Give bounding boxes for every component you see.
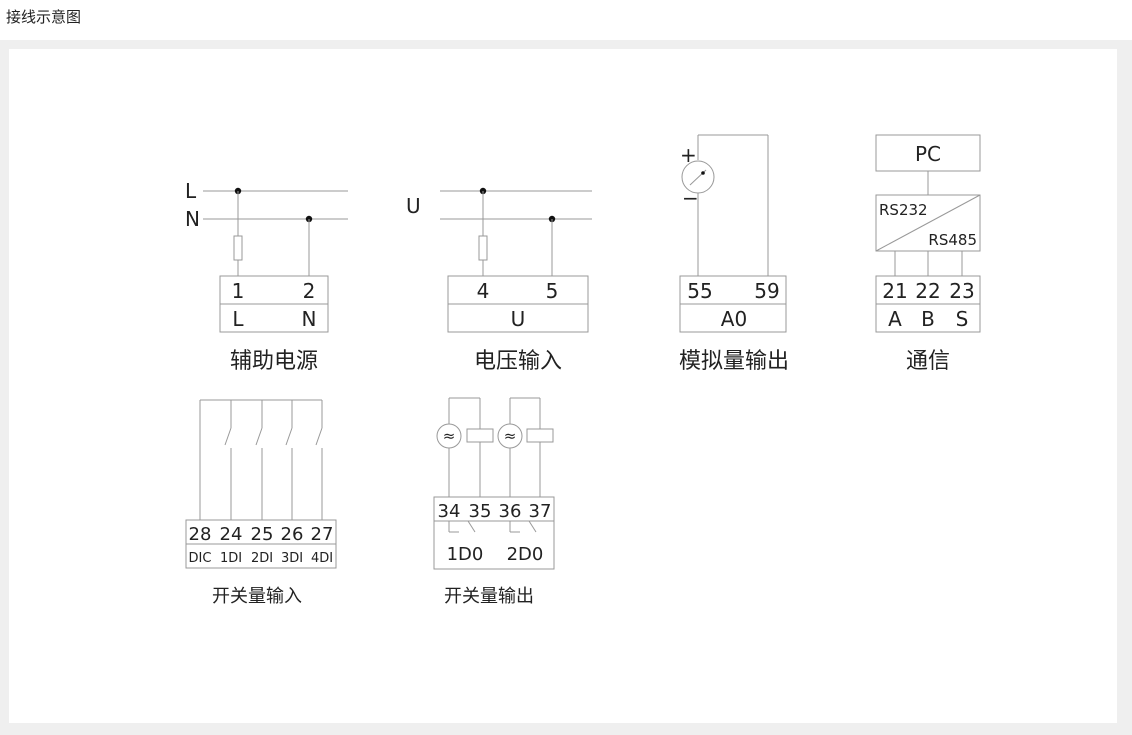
switch-input-name-block: [185, 543, 337, 569]
terminal-2: 2: [303, 279, 316, 303]
terminal-name-4di: 4DI: [311, 551, 333, 566]
load-icon: [526, 428, 554, 443]
terminal-name-a0: A0: [721, 307, 747, 331]
switch-icon: [315, 400, 323, 520]
switch-output-terminal-block: [433, 496, 555, 522]
caption-aux-power: 辅助电源: [230, 349, 318, 374]
terminal-34: 34: [438, 501, 461, 522]
switch-input-terminal-block: [185, 519, 337, 545]
communication-group: PC RS232 RS485 21 22 23 A B S 通信: [875, 134, 981, 374]
terminal-name-s: S: [956, 307, 969, 331]
analog-output-group: + − 55 59 A0 模拟量输出: [679, 134, 789, 374]
terminal-name-2d0: 2D0: [507, 544, 544, 565]
terminal-4: 4: [477, 279, 490, 303]
terminal-5: 5: [546, 279, 559, 303]
relay-contact-icon: [448, 520, 476, 533]
ac-source-symbol-2: ≈: [504, 427, 517, 445]
page-title: 接线示意图: [6, 8, 82, 26]
terminal-name-2di: 2DI: [251, 551, 273, 566]
pc-box: [875, 134, 981, 172]
terminal-name-dic: DIC: [189, 551, 212, 566]
terminal-name-l: L: [232, 307, 244, 331]
relay-contact-icon: [509, 520, 537, 533]
converter-bottom-label: RS485: [928, 231, 977, 249]
terminal-name-1d0: 1D0: [447, 544, 484, 565]
caption-switch-output: 开关量输出: [444, 586, 534, 607]
aux-terminal-name-block: [219, 303, 329, 333]
fuse-icon: [233, 235, 243, 261]
terminal-name-b: B: [921, 307, 935, 331]
terminal-35: 35: [469, 501, 492, 522]
aux-line-label-n: N: [185, 207, 200, 231]
caption-voltage-input: 电压输入: [474, 349, 562, 374]
analog-plus-label: +: [680, 143, 697, 167]
caption-analog-output: 模拟量输出: [679, 349, 789, 374]
terminal-28: 28: [189, 524, 212, 545]
comm-terminal-name-block: [875, 303, 981, 333]
terminal-1: 1: [232, 279, 245, 303]
ammeter-needle-tip: [701, 171, 705, 175]
terminal-37: 37: [529, 501, 552, 522]
terminal-25: 25: [251, 524, 274, 545]
load-icon: [466, 428, 494, 443]
terminal-22: 22: [915, 279, 940, 303]
terminal-36: 36: [499, 501, 522, 522]
terminal-26: 26: [281, 524, 304, 545]
terminal-23: 23: [949, 279, 974, 303]
caption-switch-input: 开关量输入: [212, 586, 302, 607]
terminal-55: 55: [687, 279, 712, 303]
terminal-name-a: A: [888, 307, 902, 331]
comm-terminal-block: [875, 275, 981, 305]
diagram-frame: [0, 40, 1132, 735]
voltage-terminal-block: [447, 275, 589, 305]
converter-top-label: RS232: [879, 201, 928, 219]
analog-terminal-block: [679, 275, 787, 305]
terminal-59: 59: [754, 279, 779, 303]
terminal-21: 21: [882, 279, 907, 303]
voltage-line-label: U: [406, 194, 421, 218]
terminal-27: 27: [311, 524, 334, 545]
fuse-icon: [478, 235, 488, 261]
switch-icon: [285, 400, 293, 520]
ac-source-symbol: ≈: [443, 427, 456, 445]
terminal-name-1di: 1DI: [220, 551, 242, 566]
switch-output-group: ≈ ≈ 34 35 36 37 1D0 2D0 开关: [433, 397, 555, 607]
aux-line-label-l: L: [185, 179, 197, 203]
aux-power-group: L N 1 2 L N 辅助电源: [185, 179, 348, 374]
analog-terminal-name-block: [679, 303, 787, 333]
terminal-name-3di: 3DI: [281, 551, 303, 566]
terminal-name-n: N: [302, 307, 317, 331]
voltage-input-group: U 4 5 U 电压输入: [406, 187, 592, 374]
switch-icon: [255, 400, 263, 520]
switch-input-group: 28 24 25 26 27 DIC 1DI 2DI 3DI 4DI 开关量输入: [185, 399, 337, 607]
pc-label: PC: [915, 142, 941, 166]
caption-communication: 通信: [906, 349, 950, 374]
terminal-24: 24: [220, 524, 243, 545]
voltage-terminal-name-block: [447, 303, 589, 333]
switch-icon: [224, 400, 232, 520]
switch-output-name-block: [433, 520, 555, 570]
converter-diagonal: [875, 194, 981, 252]
terminal-name-u: U: [511, 307, 526, 331]
